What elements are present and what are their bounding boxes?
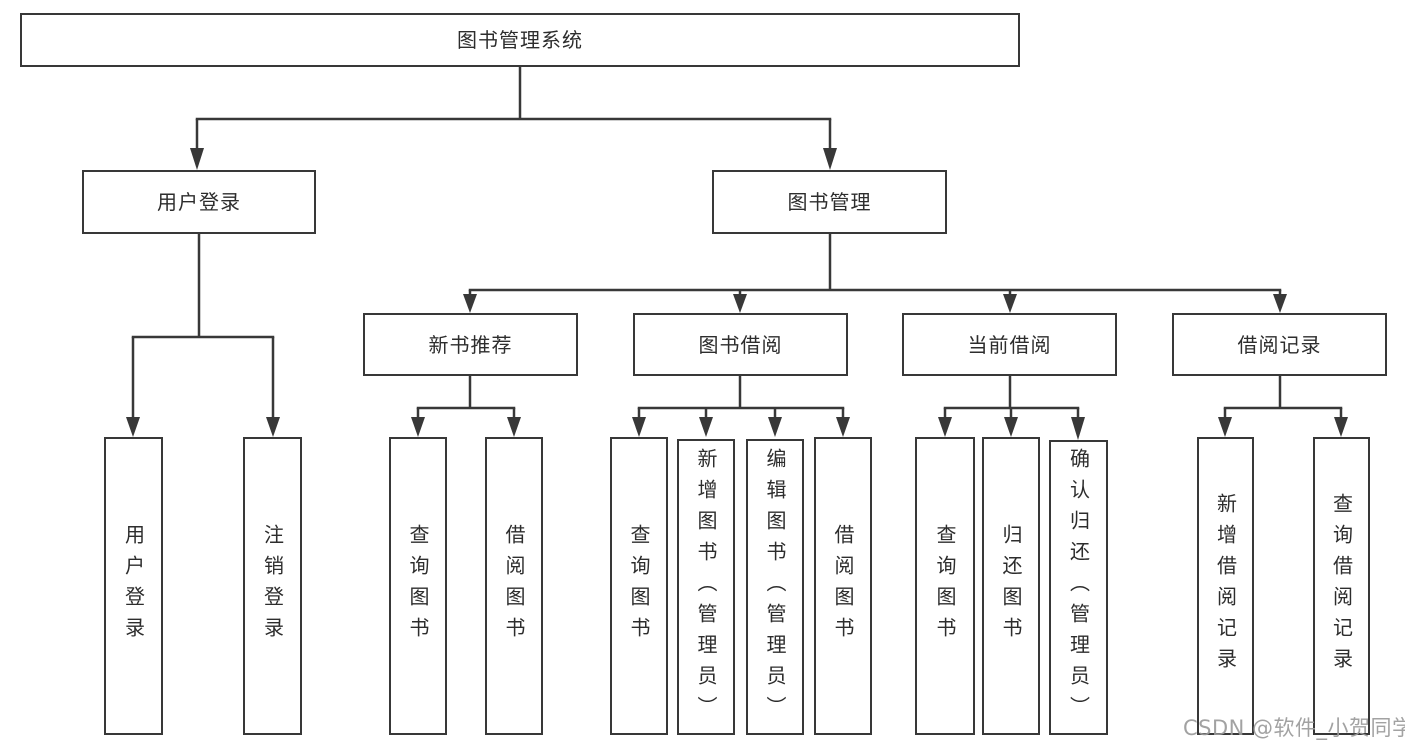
node-book-management: 图书管理	[712, 170, 947, 234]
node-book-borrow: 图书借阅	[633, 313, 848, 376]
arrowhead-down-icon	[1273, 294, 1287, 313]
node-leaf-add-borrow-record: 新增借阅记录	[1197, 437, 1254, 735]
arrowhead-down-icon	[733, 294, 747, 313]
arrowhead-down-icon	[190, 148, 204, 170]
node-leaf-confirm-return-admin: 确认归还（管理员）	[1049, 440, 1108, 735]
arrowhead-down-icon	[1218, 417, 1232, 437]
node-leaf-borrow-book-1: 借阅图书	[485, 437, 543, 735]
arrowhead-down-icon	[768, 417, 782, 437]
node-leaf-user-login: 用户登录	[104, 437, 163, 735]
arrowhead-down-icon	[938, 417, 952, 437]
node-library-system: 图书管理系统	[20, 13, 1020, 67]
node-leaf-return-book: 归还图书	[982, 437, 1040, 735]
node-current-borrow: 当前借阅	[902, 313, 1117, 376]
arrowhead-down-icon	[1003, 294, 1017, 313]
node-leaf-query-book-3: 查询图书	[915, 437, 975, 735]
node-leaf-edit-book-admin: 编辑图书（管理员）	[746, 439, 804, 735]
arrowhead-down-icon	[699, 417, 713, 437]
node-leaf-add-book-admin: 新增图书（管理员）	[677, 439, 735, 735]
node-leaf-borrow-book-2: 借阅图书	[814, 437, 872, 735]
arrowhead-down-icon	[266, 417, 280, 437]
node-leaf-query-book-1: 查询图书	[389, 437, 447, 735]
node-leaf-query-borrow-record: 查询借阅记录	[1313, 437, 1370, 735]
arrowhead-down-icon	[463, 294, 477, 313]
arrowhead-down-icon	[411, 417, 425, 437]
arrowhead-down-icon	[507, 417, 521, 437]
arrowhead-down-icon	[632, 417, 646, 437]
arrowhead-down-icon	[1071, 417, 1085, 440]
watermark: CSDN @软件_小贺同学	[1183, 716, 1405, 740]
arrowhead-down-icon	[126, 417, 140, 437]
node-user-login: 用户登录	[82, 170, 316, 234]
node-borrow-records: 借阅记录	[1172, 313, 1387, 376]
arrowhead-down-icon	[823, 148, 837, 170]
arrowhead-down-icon	[836, 417, 850, 437]
node-new-book-recommend: 新书推荐	[363, 313, 578, 376]
arrowhead-down-icon	[1004, 417, 1018, 437]
arrowhead-down-icon	[1334, 417, 1348, 437]
node-leaf-query-book-2: 查询图书	[610, 437, 668, 735]
node-leaf-logout: 注销登录	[243, 437, 302, 735]
